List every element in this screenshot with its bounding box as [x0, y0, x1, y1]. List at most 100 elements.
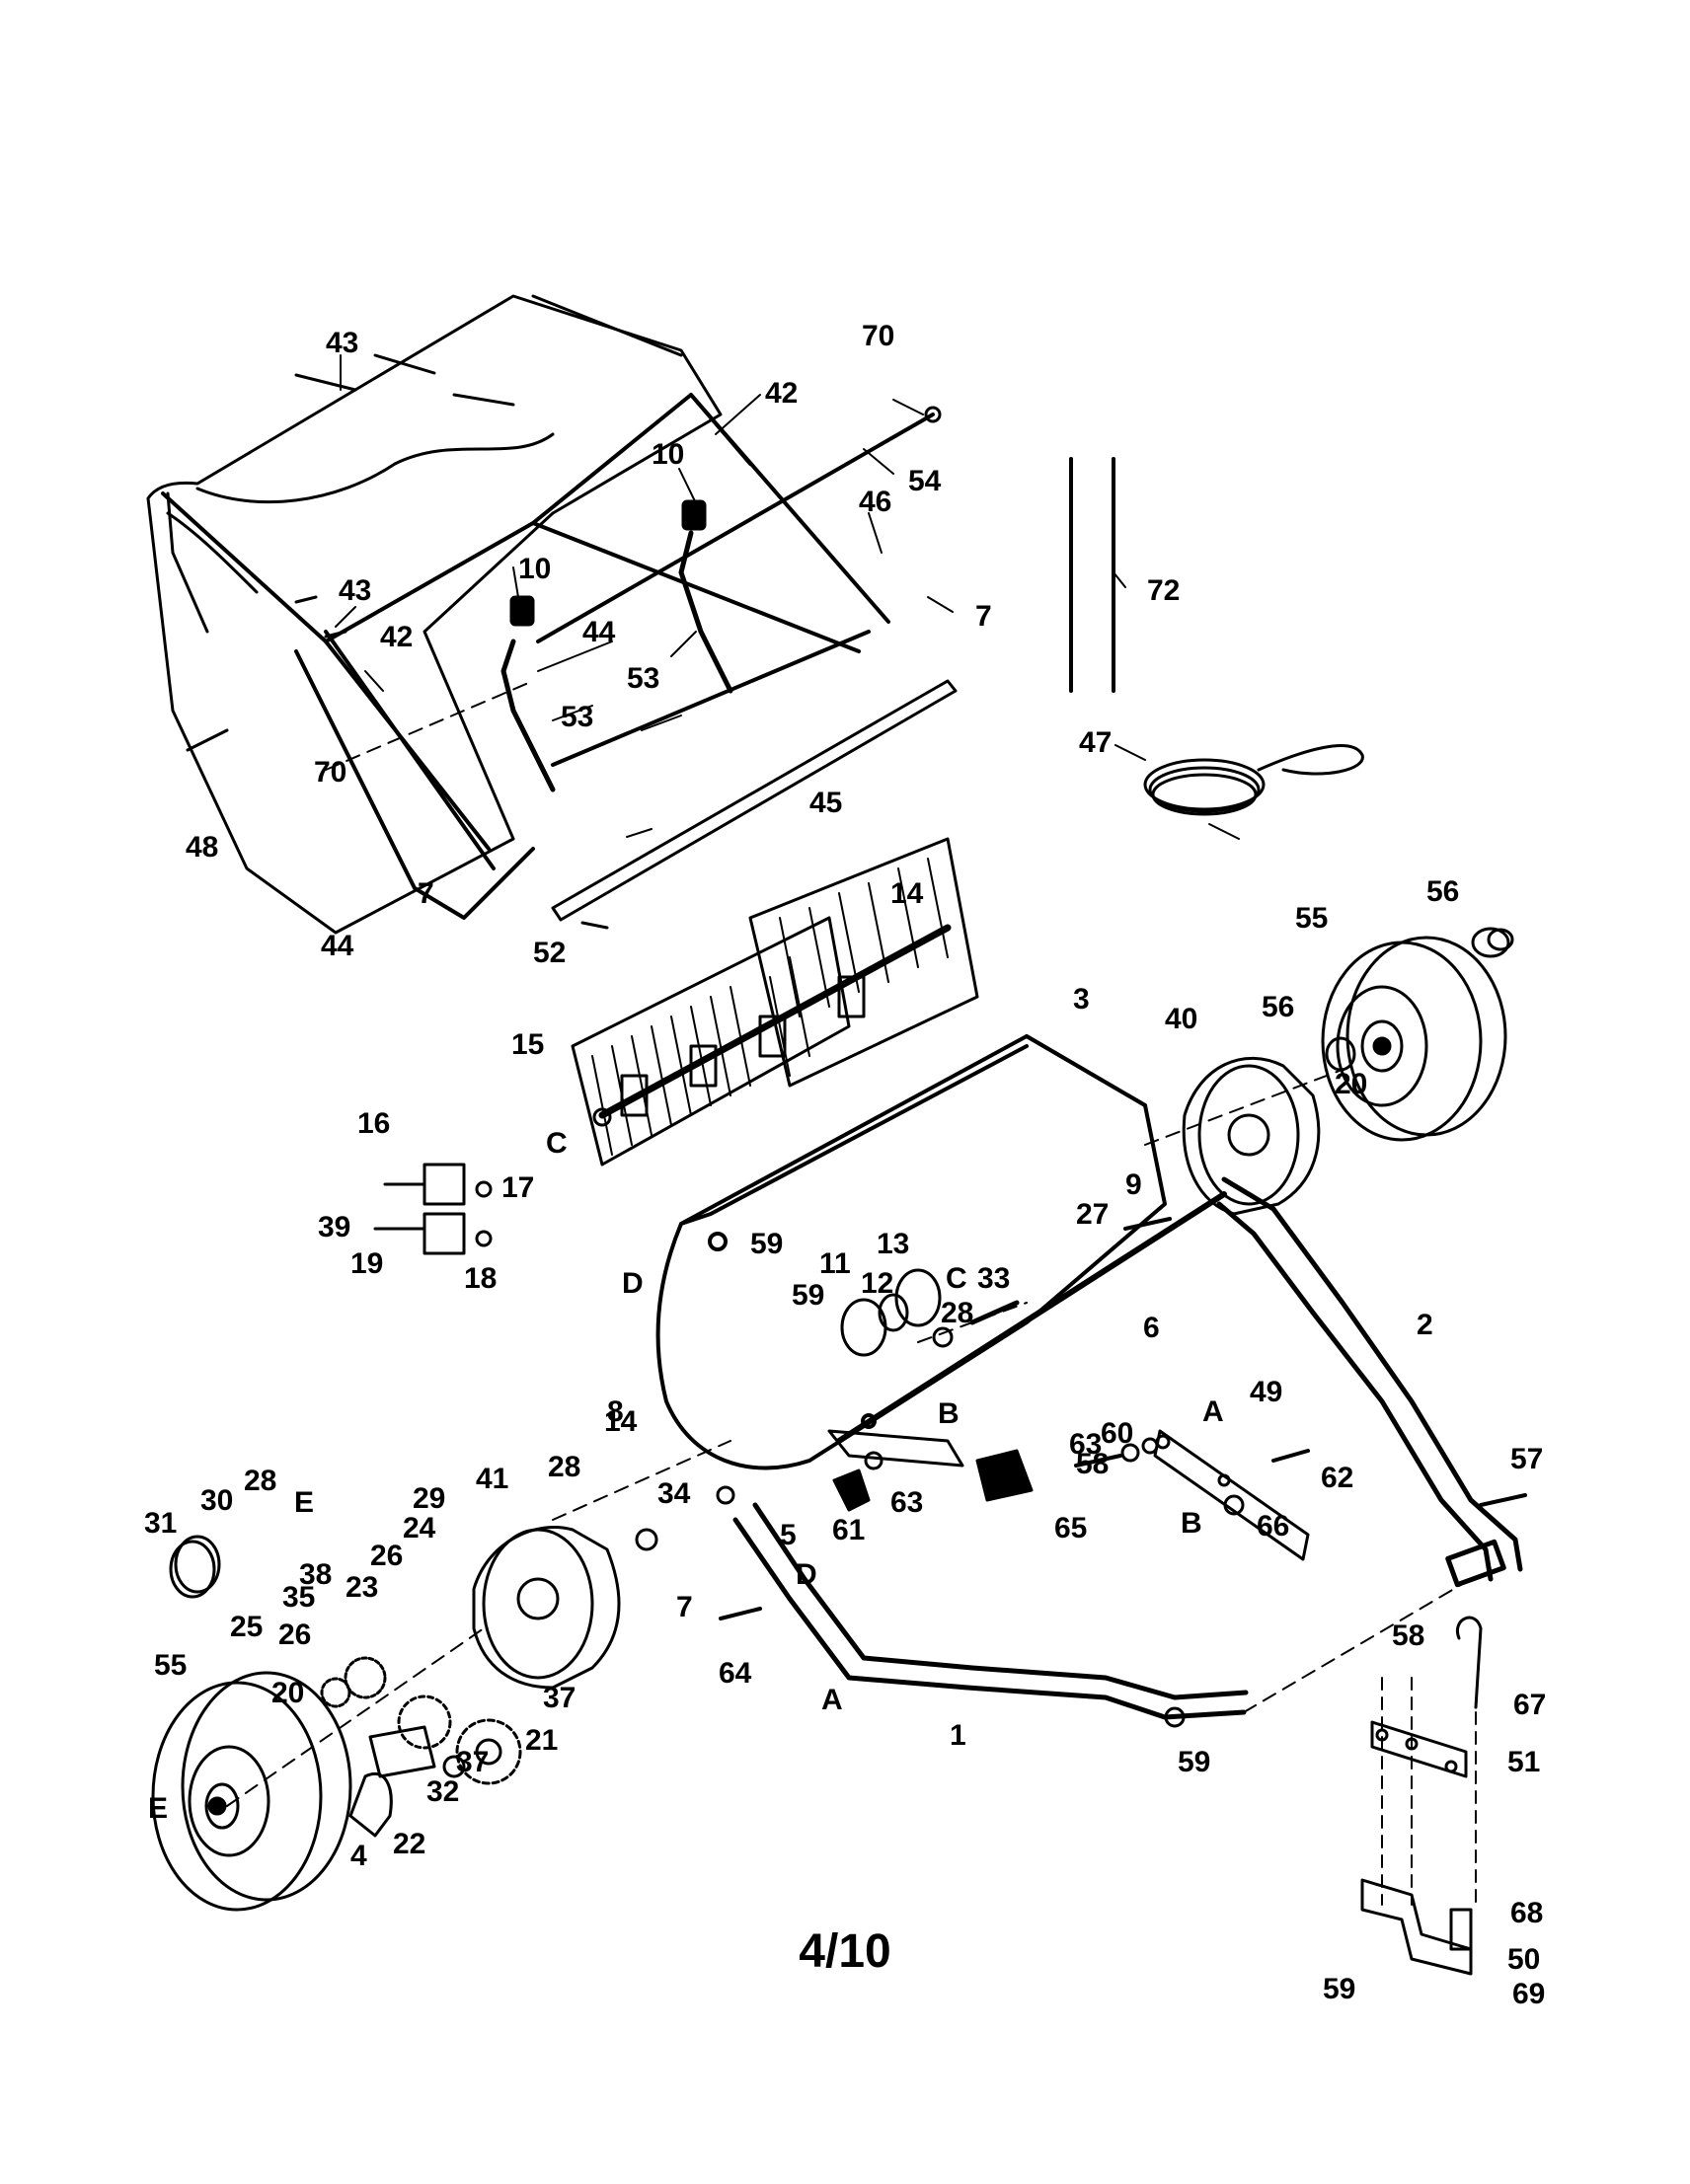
handle-tube-1: [732, 1502, 1249, 1720]
hopper-bag: [146, 294, 723, 935]
bag-frame: [161, 393, 890, 920]
label-57: 57: [1510, 1443, 1543, 1475]
gear-hub-41: [472, 1526, 621, 1690]
label-65: 65: [1054, 1512, 1087, 1544]
label-C-2: C: [946, 1262, 967, 1295]
label-20-a: 20: [1335, 1068, 1367, 1100]
label-55-a: 55: [1295, 902, 1328, 935]
label-61: 61: [832, 1514, 865, 1546]
brush-brackets: [373, 1163, 493, 1255]
label-D-1: D: [622, 1267, 644, 1300]
hitch-pin-67: [1455, 1616, 1483, 1709]
label-D-2: D: [796, 1558, 817, 1591]
label-62: 62: [1321, 1462, 1353, 1494]
label-E-1: E: [294, 1486, 314, 1519]
sweeper-housing: [655, 1034, 1167, 1470]
label-58-b: 58: [1392, 1619, 1424, 1652]
label-32: 32: [426, 1775, 459, 1808]
label-52: 52: [533, 937, 566, 969]
label-31: 31: [144, 1507, 177, 1540]
label-14-a: 14: [890, 877, 924, 910]
handle-tube-2: [1216, 1176, 1523, 1588]
label-28-c: 28: [941, 1297, 973, 1329]
label-53-a: 53: [627, 662, 659, 695]
label-26-a: 26: [370, 1540, 403, 1572]
label-23: 23: [346, 1571, 378, 1604]
label-66: 66: [1257, 1510, 1289, 1543]
label-58-a: 58: [1076, 1448, 1109, 1480]
label-7-a: 7: [975, 600, 992, 633]
label-28-a: 28: [244, 1465, 276, 1497]
bolts: [719, 1217, 1527, 1620]
label-56-a: 56: [1426, 875, 1459, 908]
label-63-a: 63: [1069, 1428, 1102, 1461]
label-34: 34: [657, 1477, 691, 1510]
label-47: 47: [1079, 726, 1112, 759]
hubcap-31: [169, 1535, 221, 1599]
label-41: 41: [476, 1463, 508, 1495]
label-59-c: 59: [1178, 1746, 1210, 1778]
label-C-1: C: [546, 1127, 568, 1160]
label-42-b: 42: [380, 621, 413, 653]
label-30: 30: [200, 1484, 233, 1517]
handle-tubes: [500, 530, 733, 792]
label-43-a: 43: [326, 327, 358, 359]
label-13: 13: [877, 1228, 909, 1260]
label-70-a: 70: [862, 320, 894, 352]
gears: [320, 1656, 522, 1785]
cable-47: [1143, 744, 1364, 816]
label-37-b: 37: [456, 1746, 489, 1778]
handle-grips: [509, 499, 707, 627]
label-51: 51: [1507, 1746, 1540, 1778]
leader-lines: [335, 354, 1240, 840]
label-55-b: 55: [154, 1649, 187, 1682]
label-60: 60: [1101, 1417, 1133, 1450]
assembly-lines: [226, 680, 1472, 1807]
label-67: 67: [1513, 1689, 1546, 1721]
label-6: 6: [1143, 1312, 1160, 1344]
hitch-dashes: [1381, 1677, 1477, 1906]
label-2: 2: [1417, 1309, 1433, 1341]
label-10-a: 10: [652, 438, 684, 471]
label-15: 15: [511, 1028, 544, 1061]
label-B-1: B: [938, 1397, 960, 1430]
axle-6: [836, 1191, 1227, 1444]
label-50: 50: [1507, 1943, 1540, 1976]
label-9: 9: [1125, 1168, 1142, 1201]
label-35: 35: [282, 1581, 315, 1614]
washers: [635, 1437, 1245, 1728]
label-48: 48: [186, 831, 218, 864]
hub-assembly: [840, 1268, 1020, 1357]
brush-assembly: [571, 837, 979, 1167]
wheel-left: [151, 1671, 352, 1912]
label-46: 46: [859, 486, 891, 518]
label-38: 38: [299, 1558, 332, 1591]
label-39: 39: [318, 1211, 350, 1243]
label-24: 24: [403, 1512, 436, 1544]
label-64: 64: [719, 1657, 752, 1690]
label-10-b: 10: [518, 553, 551, 585]
label-12: 12: [861, 1267, 893, 1300]
label-28-b: 28: [548, 1451, 580, 1483]
label-25: 25: [230, 1611, 263, 1643]
label-26-b: 26: [278, 1619, 311, 1651]
label-29: 29: [413, 1482, 445, 1515]
label-21: 21: [525, 1724, 558, 1757]
wheel-right: [1321, 936, 1507, 1142]
label-59-a: 59: [750, 1228, 783, 1260]
label-A-1: A: [1202, 1395, 1224, 1428]
label-7-c: 7: [676, 1591, 693, 1623]
label-27: 27: [1076, 1198, 1109, 1231]
pawl-22: [348, 1772, 393, 1838]
label-45: 45: [809, 787, 842, 819]
label-44-a: 44: [582, 616, 616, 648]
label-E-2: E: [148, 1792, 168, 1825]
label-11: 11: [819, 1247, 851, 1280]
label-A-2: A: [821, 1684, 843, 1716]
label-70-b: 70: [314, 756, 346, 789]
label-20-b: 20: [271, 1677, 304, 1709]
label-17: 17: [501, 1171, 534, 1204]
hitch-51: [1370, 1720, 1468, 1778]
label-54: 54: [908, 465, 942, 497]
